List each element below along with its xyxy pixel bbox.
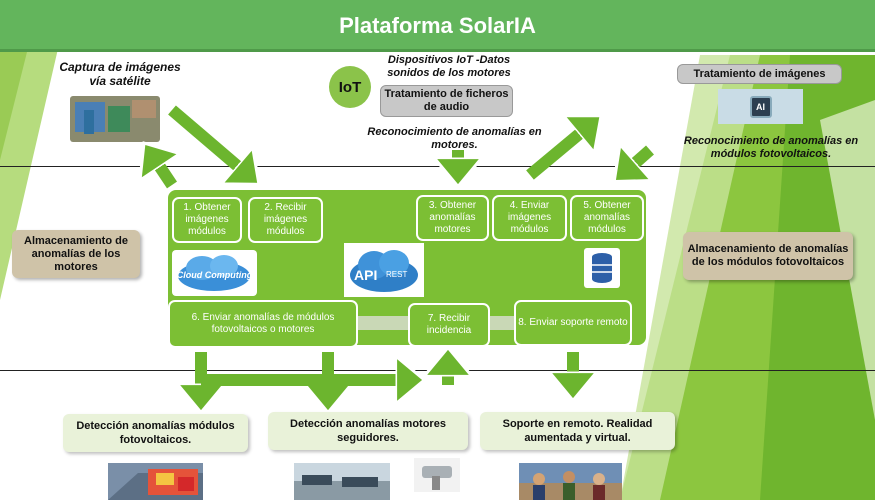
iot-label: Dispositivos IoT -Datos sonidos de los m…	[387, 54, 511, 79]
output-motors-box: Detección anomalías motores seguidores.	[268, 412, 468, 450]
api-label: API	[354, 267, 378, 283]
arrow-platform-to-satellite	[152, 155, 172, 189]
arrow-satellite-to-platform	[168, 105, 248, 175]
step-8-box: 8. Enviar soporte remoto	[514, 300, 632, 346]
cloud-computing-logo: Cloud Computing	[172, 250, 257, 296]
arrow-from-image-processing	[625, 150, 654, 172]
database-icon	[584, 248, 620, 288]
remote-support-vr-image	[519, 463, 622, 500]
api-rest-logo: API REST	[344, 243, 424, 297]
step-4-box: 4. Enviar imágenes módulos	[492, 195, 567, 241]
motor-anomaly-text: Reconocimiento de anomalías en motores.	[367, 126, 542, 151]
module-storage-box: Almacenamiento de anomalías de los módul…	[683, 232, 853, 280]
output-modules-box: Detección anomalías módulos fotovoltaico…	[63, 414, 248, 452]
satellite-label: Captura de imágenes vía satélite	[59, 60, 181, 88]
page-title: Plataforma SolarIA	[339, 13, 536, 38]
step-3-box: 3. Obtener anomalías motores	[416, 195, 489, 241]
step-5-box: 5. Obtener anomalías módulos	[570, 195, 644, 241]
step-6-box: 6. Enviar anomalías de módulos fotovolta…	[168, 300, 358, 348]
output-remote-support-box: Soporte en remoto. Realidad aumentada y …	[480, 412, 675, 450]
ai-chip-image: AI	[718, 89, 803, 124]
step-7-box: 7. Recibir incidencia	[408, 303, 490, 347]
image-processing-box: Tratamiento de imágenes	[677, 64, 842, 84]
iot-badge: IoT	[329, 66, 371, 108]
solar-field-image	[294, 463, 390, 500]
solar-panel-thermal-image	[108, 463, 203, 500]
step-2-box: 2. Recibir imágenes módulos	[248, 197, 323, 243]
tracker-motor-image	[414, 458, 460, 492]
rest-label: REST	[386, 270, 408, 279]
audio-processing-box: Tratamiento de ficheros de audio	[380, 85, 513, 117]
motor-storage-box: Almacenamiento de anomalías de los motor…	[12, 230, 140, 278]
cloud-icon	[178, 255, 250, 291]
step-1-box: 1. Obtener imágenes módulos	[172, 197, 242, 243]
module-anomaly-text: Reconocimiento de anomalías en módulos f…	[683, 135, 859, 160]
satellite-image	[70, 96, 160, 142]
arrow-to-image-processing	[526, 125, 590, 180]
api-cloud-icon	[350, 250, 418, 292]
header-bar: Plataforma SolarIA	[0, 0, 875, 52]
ai-chip-icon: AI	[749, 95, 772, 118]
cloud-label: Cloud Computing	[176, 270, 253, 280]
